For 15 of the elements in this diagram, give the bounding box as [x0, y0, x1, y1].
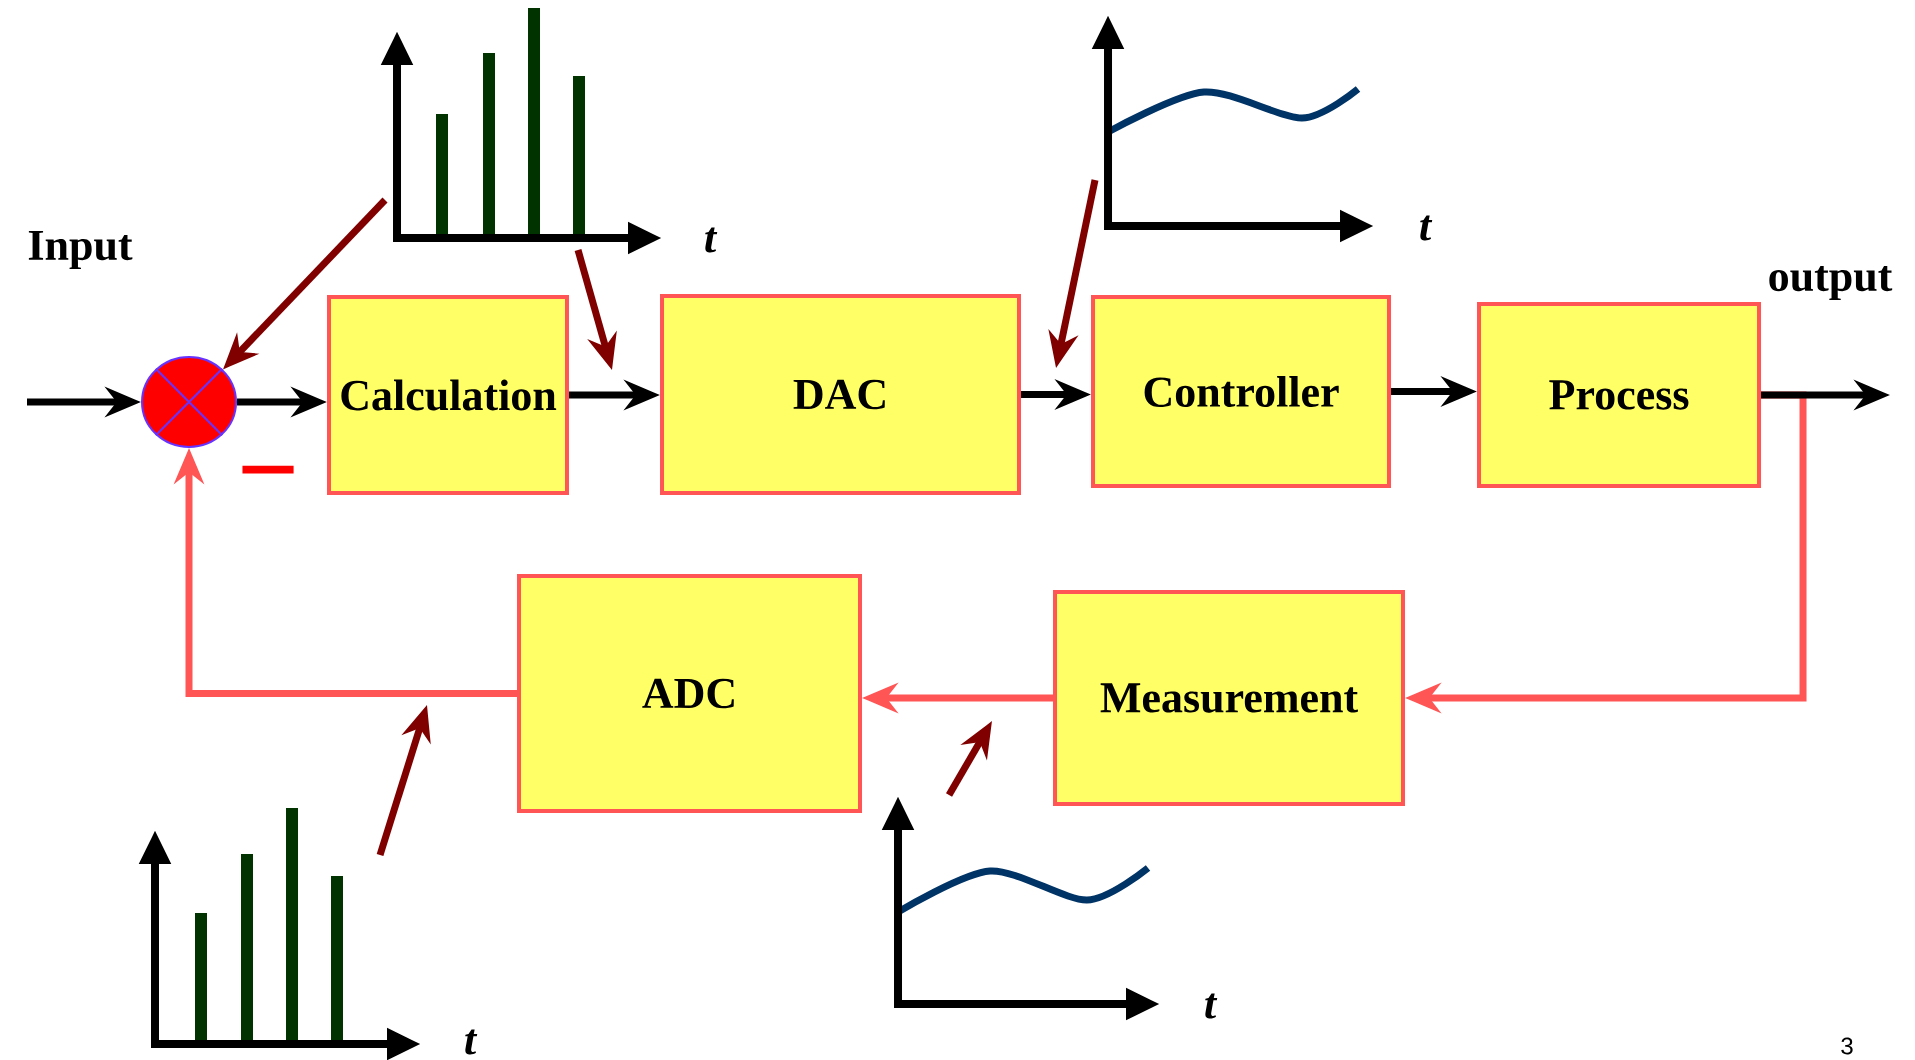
minus-sign: − [242, 465, 294, 474]
process-box: Calculation [327, 295, 569, 495]
process-box: Measurement [1053, 590, 1405, 806]
summing-junction [141, 356, 237, 448]
page-number: 3 [1841, 1037, 1853, 1055]
process-box: Process [1477, 302, 1762, 488]
axis-label: t [465, 1029, 478, 1055]
signal-label: Input [28, 230, 133, 270]
axis-label: t [1205, 993, 1218, 1019]
process-box: DAC [660, 294, 1021, 495]
process-box: ADC [517, 574, 862, 813]
signal-label: output [1769, 265, 1893, 301]
axis-label: t [1420, 215, 1433, 241]
process-box: Controller [1091, 295, 1391, 488]
axis-label: t [705, 227, 718, 253]
